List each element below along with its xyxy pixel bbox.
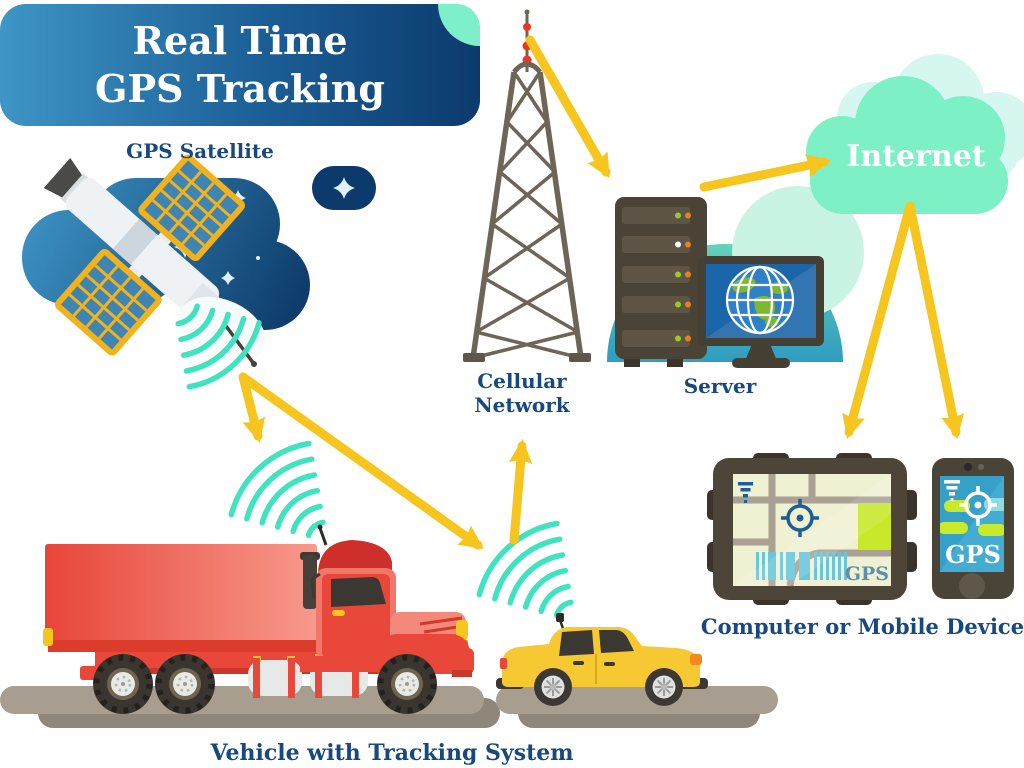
devices-label: Computer or Mobile Device bbox=[700, 614, 1024, 639]
truck-wheel bbox=[377, 654, 437, 714]
signal-bars bbox=[756, 552, 847, 580]
server-group bbox=[607, 186, 864, 368]
title-line-2: GPS Tracking bbox=[95, 66, 385, 111]
internet-label: Internet bbox=[846, 139, 986, 174]
car-wheel bbox=[534, 668, 572, 706]
arrow-satellite-to-car bbox=[238, 372, 484, 550]
internet-cloud-icon bbox=[806, 54, 1024, 214]
solar-panel-icon bbox=[138, 154, 245, 261]
arrow-internet-to-phone bbox=[905, 201, 965, 440]
globe-icon bbox=[725, 265, 795, 335]
title-banner: Real Time GPS Tracking bbox=[0, 4, 480, 126]
tablet-icon: GPS bbox=[707, 453, 917, 605]
car-icon bbox=[496, 613, 708, 706]
cellular-network-label: Cellular Network bbox=[432, 369, 612, 417]
arrow-internet-to-tablet bbox=[842, 201, 915, 439]
truck-icon bbox=[43, 524, 474, 714]
cellular-label-line-1: Cellular bbox=[477, 369, 567, 393]
wifi-signal-icon bbox=[738, 482, 753, 503]
truck-cab bbox=[300, 540, 474, 677]
car-signal-waves-icon bbox=[476, 520, 574, 619]
cargo-box bbox=[43, 544, 317, 652]
cell-tower-icon bbox=[463, 9, 591, 362]
phone-icon: GPS bbox=[932, 458, 1014, 599]
crosshair-icon bbox=[781, 499, 819, 537]
truck-antenna bbox=[318, 527, 328, 546]
star-pill bbox=[312, 166, 376, 210]
vehicle-label: Vehicle with Tracking System bbox=[210, 740, 574, 766]
arrow-tower-to-server bbox=[525, 35, 611, 179]
sparkle-icon bbox=[333, 177, 355, 199]
cellular-label-line-2: Network bbox=[474, 393, 570, 417]
tablet-map: GPS bbox=[733, 474, 891, 586]
satellite-signal-waves-icon bbox=[175, 303, 262, 390]
arrow-satellite-to-truck bbox=[238, 372, 266, 443]
car-wheel bbox=[645, 668, 683, 706]
arrow-server-to-internet bbox=[699, 154, 832, 192]
crosshair-icon bbox=[959, 486, 997, 526]
solar-panel-icon bbox=[55, 249, 162, 356]
gps-satellite-label: GPS Satellite bbox=[126, 139, 274, 163]
page-title: Real Time GPS Tracking bbox=[0, 17, 480, 113]
title-line-1: Real Time bbox=[132, 18, 348, 63]
wifi-signal-icon bbox=[944, 480, 960, 501]
server-rack-icon bbox=[615, 197, 707, 367]
truck-wheel bbox=[93, 654, 153, 714]
monitor-icon bbox=[698, 256, 824, 368]
phone-gps-text: GPS bbox=[945, 540, 1001, 569]
tablet-gps-text: GPS bbox=[845, 563, 889, 585]
home-button bbox=[959, 573, 985, 599]
fuel-tank bbox=[248, 656, 302, 698]
truck-wheel bbox=[155, 654, 215, 714]
truck-signal-waves-icon bbox=[228, 440, 326, 539]
gps-satellite-icon bbox=[43, 154, 266, 367]
server-leds bbox=[675, 212, 691, 342]
arrow-vehicle-to-tower bbox=[508, 438, 533, 545]
server-label: Server bbox=[683, 374, 757, 398]
